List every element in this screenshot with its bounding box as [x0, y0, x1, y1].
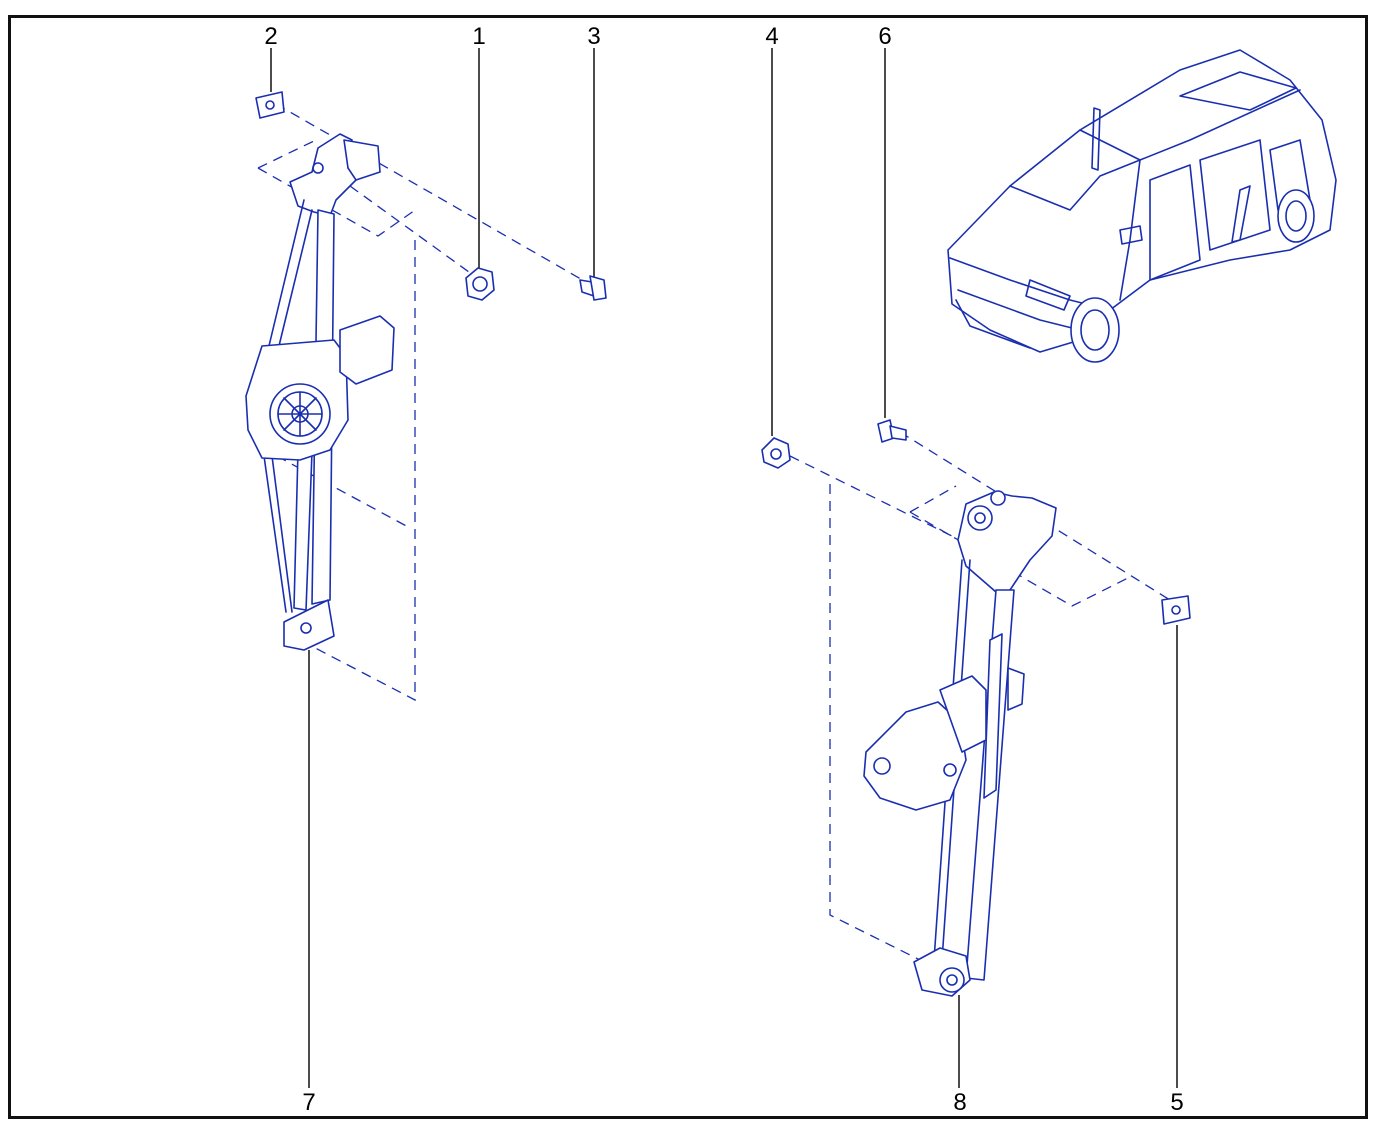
assembly-lines-left	[257, 103, 601, 702]
clip-item-2	[255, 91, 285, 119]
washer-item-4	[761, 437, 791, 469]
nut-item-1	[465, 267, 495, 301]
right-window-regulator	[863, 490, 1057, 997]
clip-item-5	[1161, 595, 1191, 625]
callout-4: 4	[765, 23, 778, 50]
callout-labels: 2 1 3 4 6 7 8 5	[264, 23, 1183, 1116]
bolt-item-6	[877, 419, 907, 443]
bolt-item-3	[579, 275, 607, 301]
callout-7: 7	[302, 1089, 315, 1116]
callout-6: 6	[878, 23, 891, 50]
callout-1: 1	[472, 23, 485, 50]
diagram-frame	[8, 15, 1368, 1119]
leader-lines	[270, 48, 1178, 1088]
callout-8: 8	[953, 1089, 966, 1116]
callout-3: 3	[587, 23, 600, 50]
callout-5: 5	[1170, 1089, 1183, 1116]
vehicle-locator-illustration	[947, 49, 1337, 363]
callout-2: 2	[264, 23, 277, 50]
left-window-regulator	[245, 133, 395, 651]
